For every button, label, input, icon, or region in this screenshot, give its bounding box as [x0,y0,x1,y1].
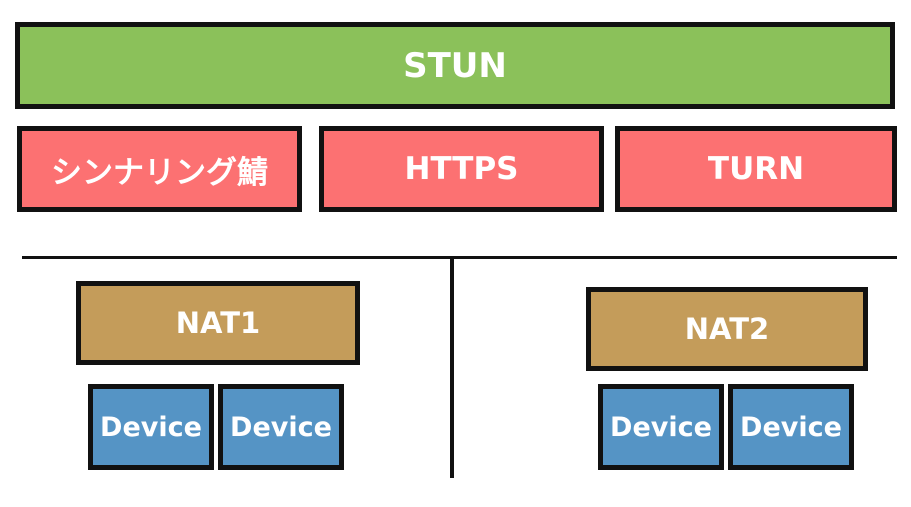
stun-box: STUN [15,22,895,109]
turn-box: TURN [615,126,897,212]
https-box: HTTPS [319,126,604,212]
nat2-device-1: Device [598,384,724,470]
nat1-device-2: Device [218,384,344,470]
nat1-box: NAT1 [76,281,360,365]
network-divider-vertical [450,258,454,478]
nat2-device-2: Device [728,384,854,470]
signaling-server-box: シンナリング鯖 [17,126,302,212]
nat2-box: NAT2 [586,287,868,371]
network-divider-horizontal [22,256,897,259]
nat1-device-1: Device [88,384,214,470]
